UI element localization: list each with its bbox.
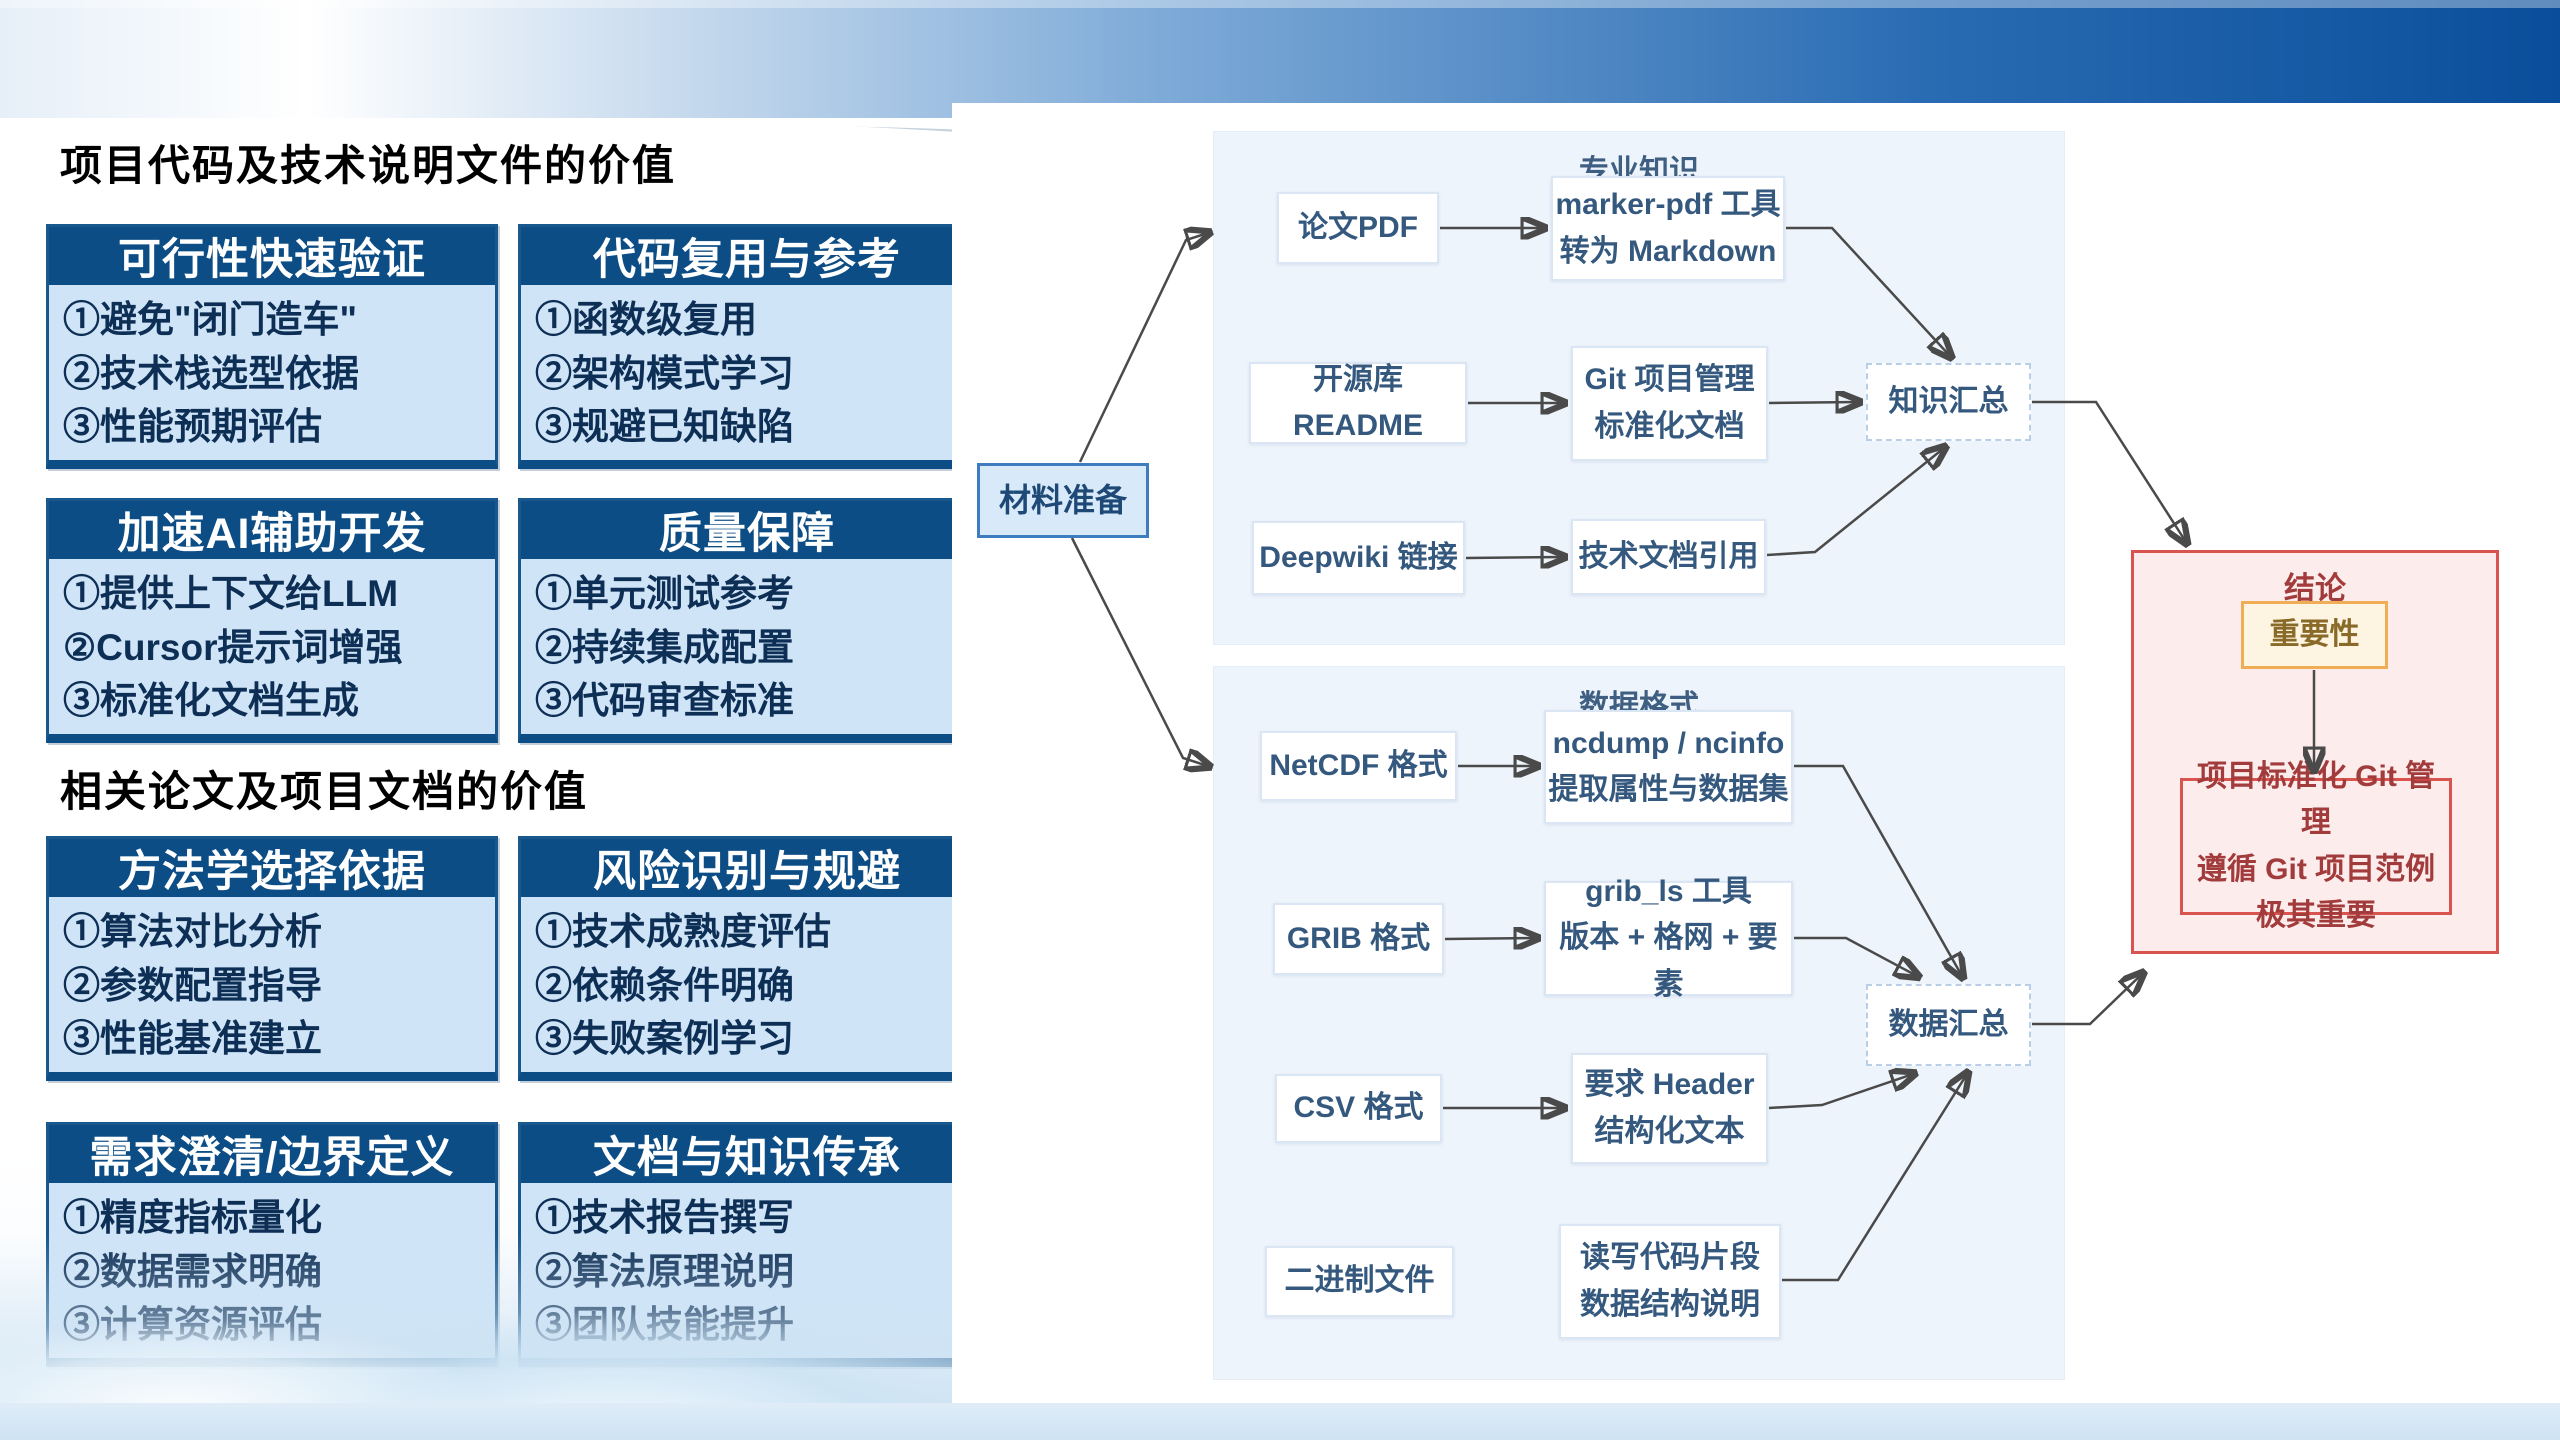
card-title: 风险识别与规避 bbox=[521, 839, 973, 897]
card-item: ③代码审查标准 bbox=[535, 680, 794, 722]
card-item: ①精度指标量化 bbox=[63, 1197, 322, 1238]
flow-node-git-management: Git 项目管理 标准化文档 bbox=[1571, 346, 1768, 461]
section-title-paper-value: 相关论文及项目文档的价值 bbox=[60, 770, 589, 816]
card-item: ②架构模式学习 bbox=[535, 352, 794, 394]
card-item: ②技术栈选型依据 bbox=[63, 352, 359, 394]
conclusion-label: 结论 bbox=[2284, 571, 2346, 606]
flow-node-csv-header: 要求 Header 结构化文本 bbox=[1571, 1053, 1768, 1164]
flow-node-ncdump: ncdump / ncinfo 提取属性与数据集 bbox=[1544, 710, 1793, 824]
card-item: ③性能基准建立 bbox=[63, 1018, 322, 1060]
flow-node-deepwiki: Deepwiki 链接 bbox=[1252, 521, 1465, 595]
flow-node-binary-file: 二进制文件 bbox=[1265, 1246, 1454, 1317]
card-methodology: 方法学选择依据 ①算法对比分析 ②参数配置指导 ③性能基准建立 bbox=[46, 836, 498, 1081]
flow-node-importance: 重要性 bbox=[2241, 601, 2388, 669]
card-item: ①技术成熟度评估 bbox=[535, 911, 831, 952]
card-title: 文档与知识传承 bbox=[521, 1125, 973, 1183]
card-item: ①函数级复用 bbox=[535, 299, 757, 340]
flow-node-final-conclusion: 项目标准化 Git 管理 遵循 Git 项目范例 极其重要 bbox=[2180, 760, 2452, 932]
card-risk: 风险识别与规避 ①技术成熟度评估 ②依赖条件明确 ③失败案例学习 bbox=[518, 836, 976, 1081]
card-title: 质量保障 bbox=[521, 501, 973, 559]
card-item: ②参数配置指导 bbox=[63, 964, 322, 1006]
card-item: ②Cursor提示词增强 bbox=[63, 626, 403, 668]
card-item: ①提供上下文给LLM bbox=[63, 573, 399, 614]
flow-node-netcdf: NetCDF 格式 bbox=[1260, 731, 1457, 801]
card-item: ②持续集成配置 bbox=[535, 626, 794, 668]
card-item: ③失败案例学习 bbox=[535, 1018, 794, 1060]
flow-node-paper-pdf: 论文PDF bbox=[1277, 192, 1439, 264]
card-title: 代码复用与参考 bbox=[521, 227, 973, 285]
flow-node-marker-pdf: marker-pdf 工具 转为 Markdown bbox=[1551, 176, 1785, 281]
card-item: ③性能预期评估 bbox=[63, 406, 322, 448]
card-title: 加速AI辅助开发 bbox=[49, 501, 495, 559]
card-item: ①算法对比分析 bbox=[63, 911, 322, 952]
card-ai-dev: 加速AI辅助开发 ①提供上下文给LLM ②Cursor提示词增强 ③标准化文档生… bbox=[46, 498, 498, 743]
card-quality: 质量保障 ①单元测试参考 ②持续集成配置 ③代码审查标准 bbox=[518, 498, 976, 743]
bottom-strip-decoration bbox=[0, 1403, 2560, 1440]
flow-node-tech-doc-ref: 技术文档引用 bbox=[1571, 519, 1766, 595]
card-feasibility: 可行性快速验证 ①避免"闭门造车" ②技术栈选型依据 ③性能预期评估 bbox=[46, 224, 498, 469]
card-item: ③规避已知缺陷 bbox=[535, 406, 794, 448]
flow-node-rw-code: 读写代码片段 数据结构说明 bbox=[1559, 1224, 1781, 1339]
card-title: 方法学选择依据 bbox=[49, 839, 495, 897]
card-title: 需求澄清/边界定义 bbox=[49, 1125, 495, 1183]
flow-node-grib-ls: grib_ls 工具 版本 + 格网 + 要素 bbox=[1544, 875, 1793, 1001]
card-item: ②依赖条件明确 bbox=[535, 964, 794, 1006]
flow-node-knowledge-summary: 知识汇总 bbox=[1866, 363, 2031, 441]
flow-node-csv: CSV 格式 bbox=[1275, 1074, 1442, 1143]
card-item: ①技术报告撰写 bbox=[535, 1197, 794, 1238]
flow-node-readme: 开源库 README bbox=[1249, 362, 1467, 444]
flow-node-data-summary: 数据汇总 bbox=[1866, 984, 2031, 1066]
card-title: 可行性快速验证 bbox=[49, 227, 495, 285]
card-item: ①避免"闭门造车" bbox=[63, 299, 358, 340]
section-title-code-value: 项目代码及技术说明文件的价值 bbox=[60, 144, 677, 190]
flow-node-grib: GRIB 格式 bbox=[1273, 903, 1444, 975]
flow-node-material-prep: 材料准备 bbox=[977, 463, 1149, 538]
card-code-reuse: 代码复用与参考 ①函数级复用 ②架构模式学习 ③规避已知缺陷 bbox=[518, 224, 976, 469]
card-item: ①单元测试参考 bbox=[535, 573, 794, 614]
card-item: ③标准化文档生成 bbox=[63, 680, 359, 722]
